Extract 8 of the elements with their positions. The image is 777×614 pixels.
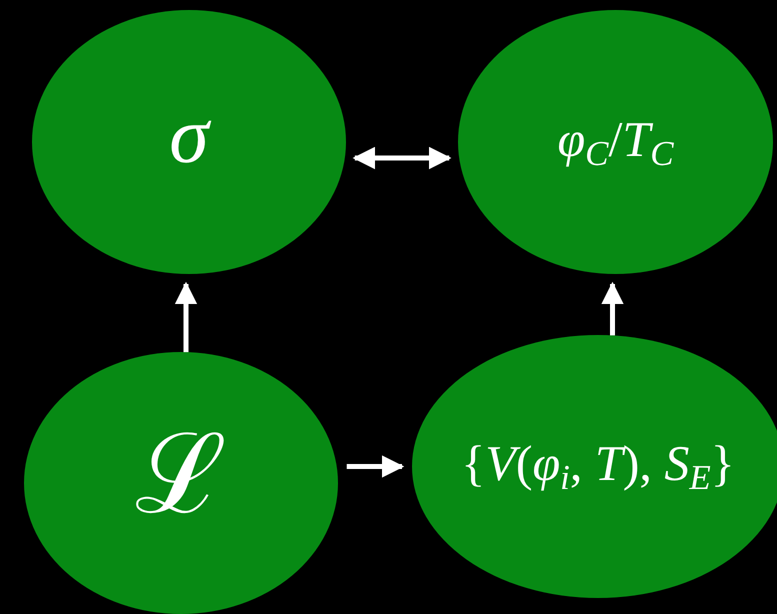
math-label: ℒ bbox=[135, 420, 227, 530]
math-label: φ$_{C}$/T$_{C}$ bbox=[557, 114, 674, 170]
math-label: σ bbox=[169, 96, 209, 176]
math-label: {V(φ$_{i}$, T), S$_{E}$} bbox=[461, 438, 735, 495]
arrow bbox=[352, 146, 452, 170]
arrow bbox=[346, 455, 404, 478]
arrow bbox=[601, 282, 624, 336]
arrow bbox=[174, 282, 198, 352]
